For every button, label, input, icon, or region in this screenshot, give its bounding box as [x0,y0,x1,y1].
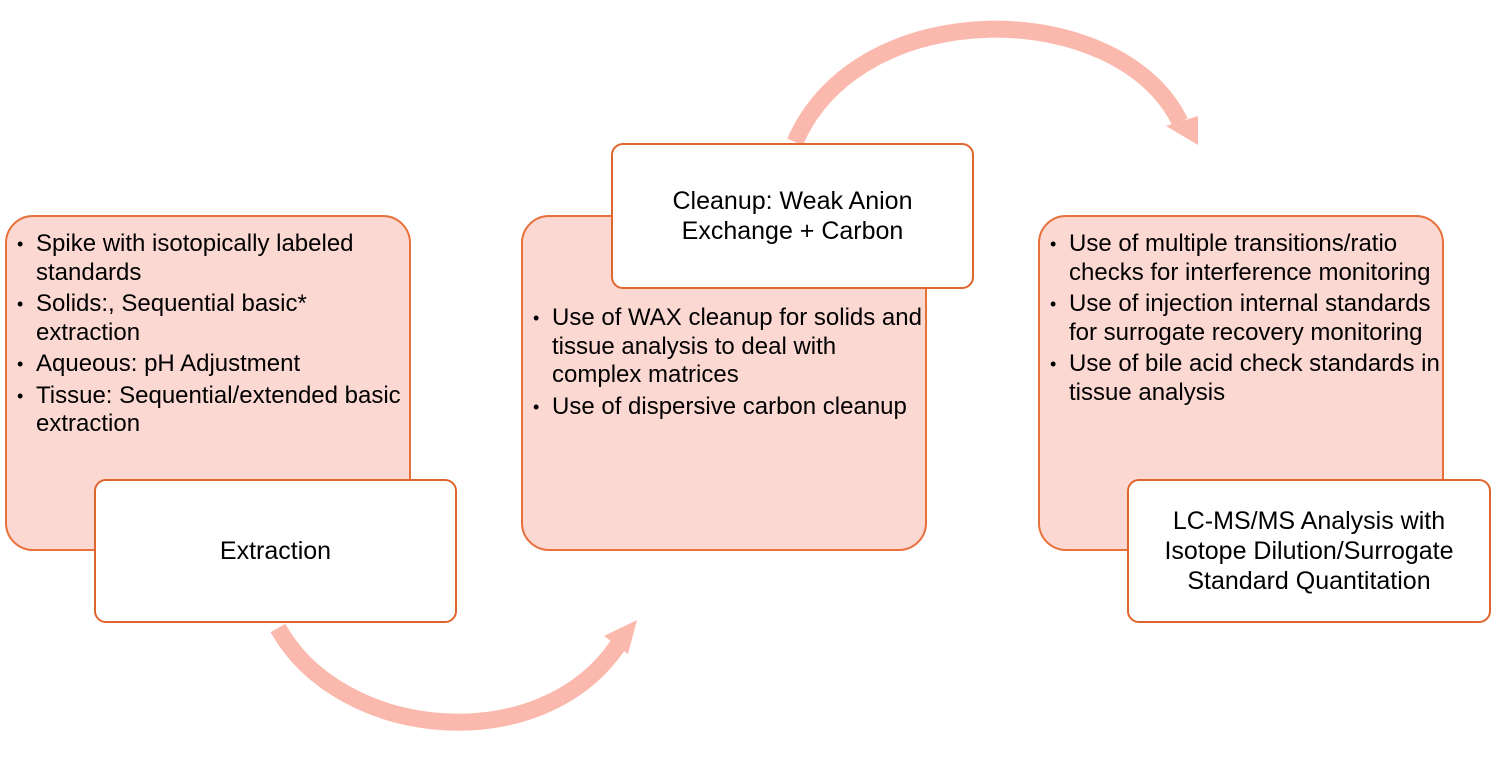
bullet-item: Use of multiple transitions/ratio checks… [1048,230,1442,287]
bullet-item: Spike with isotopically labeled standard… [15,230,409,287]
arrow-extraction-to-cleanup [270,623,626,731]
bullet-item: Tissue: Sequential/extended basic extrac… [15,382,409,439]
extraction-bullet-list: Spike with isotopically labeled standard… [15,230,409,439]
arrowhead-to-cleanup [604,620,637,654]
arrowhead-to-analysis [1166,116,1198,145]
extraction-step-title: Extraction [94,479,457,623]
bullet-item: Aqueous: pH Adjustment [15,350,409,379]
extraction-details-box: Spike with isotopically labeled standard… [5,215,411,551]
arrow-cleanup-to-analysis [787,20,1188,146]
analysis-bullet-list: Use of multiple transitions/ratio checks… [1048,230,1442,407]
bullet-item: Use of injection internal standards for … [1048,290,1442,347]
bullet-item: Solids:, Sequential basic* extraction [15,290,409,347]
cleanup-bullet-list: Use of WAX cleanup for solids and tissue… [531,304,925,421]
bullet-item: Use of bile acid check standards in tiss… [1048,350,1442,407]
analysis-step-title: LC-MS/MS Analysis with Isotope Dilution/… [1127,479,1491,623]
cleanup-step-title: Cleanup: Weak Anion Exchange + Carbon [611,143,974,289]
bullet-item: Use of WAX cleanup for solids and tissue… [531,304,925,390]
bullet-item: Use of dispersive carbon cleanup [531,393,925,422]
